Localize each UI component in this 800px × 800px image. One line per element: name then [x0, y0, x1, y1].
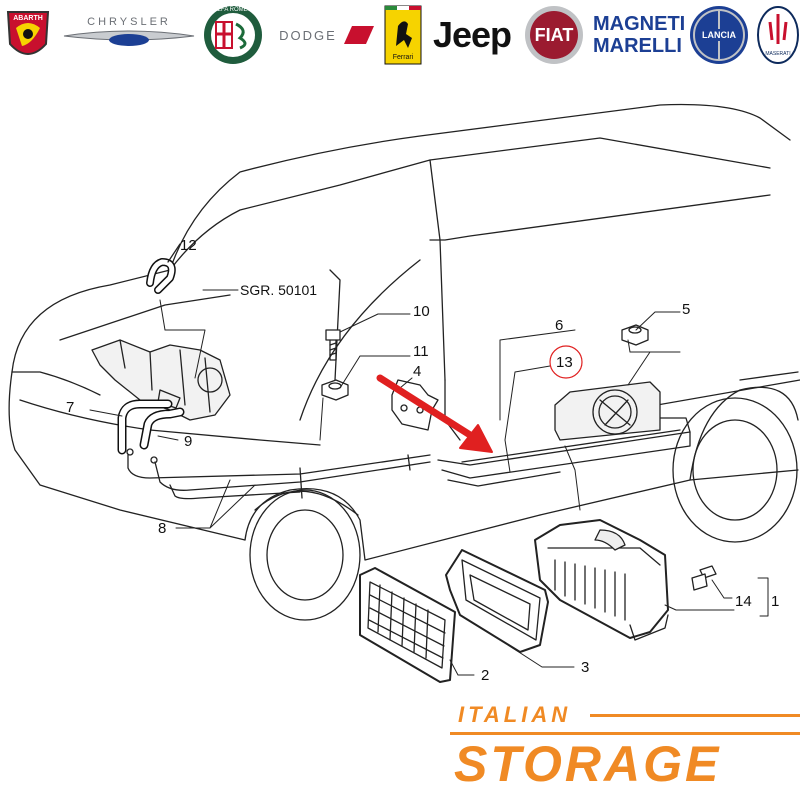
parts-exploded-diagram: 12 SGR. 50101 10 11 4 5 6 13 7 9 8 2 3 1… — [0, 70, 800, 700]
rear-wheel — [672, 397, 798, 543]
lancia-logo-text: LANCIA — [701, 29, 737, 41]
dodge-logo-text: DODGE — [279, 27, 337, 43]
van-body-outline — [8, 103, 800, 561]
nut-11 — [321, 379, 349, 401]
callout-12: 12 — [180, 237, 197, 254]
callout-1: 1 — [771, 593, 779, 610]
bolt-10 — [325, 329, 341, 361]
callout-2: 2 — [481, 667, 489, 684]
italian-storage-brand: ITALIAN STORAGE — [440, 700, 800, 800]
callout-3: 3 — [581, 659, 589, 676]
front-heater-assembly — [91, 339, 231, 421]
jeep-logo-text: Jeep — [432, 14, 512, 55]
front-wheel — [249, 489, 361, 621]
rear-heater-unit — [554, 381, 661, 441]
hose-12 — [146, 243, 181, 294]
dodge-logo: DODGE — [270, 4, 374, 66]
alfa-romeo-logo: ALFA ROMEO — [202, 4, 264, 66]
callout-14: 14 — [735, 593, 752, 610]
hose-7-9 — [117, 399, 185, 455]
brand-rule-top — [590, 714, 800, 717]
callout-13: 13 — [556, 354, 573, 371]
brand-rule-middle — [450, 732, 800, 735]
pipe-assembly-8 — [126, 448, 431, 500]
duct-cover-3 — [445, 549, 549, 653]
callout-9: 9 — [184, 433, 192, 450]
nut-5 — [621, 324, 649, 346]
brand-top-word: ITALIAN — [458, 702, 572, 727]
chrysler-logo: CHRYSLER — [62, 4, 196, 66]
abarth-logo-text: ABARTH — [13, 14, 43, 22]
filter-grille-2 — [359, 567, 456, 683]
callout-11: 11 — [413, 343, 429, 360]
leader-lines — [89, 289, 769, 676]
callout-7: 7 — [66, 399, 74, 416]
callout-4: 4 — [413, 363, 421, 380]
highlight-arrow — [376, 374, 493, 453]
callout-6: 6 — [555, 317, 563, 334]
abarth-logo: ABARTH — [2, 4, 54, 66]
lancia-logo: LANCIA — [688, 4, 750, 66]
brand-logo-bar: ABARTH CHRYSLER ALFA ROMEO DODGE Ferrari… — [0, 0, 800, 70]
callout-13-highlight-circle — [549, 345, 583, 379]
callout-8: 8 — [158, 520, 166, 537]
ferrari-logo: Ferrari — [384, 4, 422, 66]
ferrari-logo-text: Ferrari — [392, 53, 414, 61]
callout-5: 5 — [682, 301, 690, 318]
maserati-logo: MASERATI — [756, 4, 800, 66]
clip-14 — [691, 565, 717, 591]
chrysler-logo-text: CHRYSLER — [87, 16, 171, 28]
maserati-logo-text: MASERATI — [765, 51, 791, 57]
magneti-marelli-logo: MAGNETI MARELLI — [590, 4, 686, 66]
jeep-logo: Jeep — [428, 4, 516, 66]
heater-housing-1 — [534, 519, 669, 641]
brand-main-word: STORAGE — [454, 736, 722, 792]
alfa-romeo-logo-text: ALFA ROMEO — [213, 7, 253, 13]
fiat-logo: FIAT — [524, 4, 584, 66]
fiat-logo-text: FIAT — [534, 24, 574, 45]
callout-10: 10 — [413, 303, 430, 320]
callout-sgr: SGR. 50101 — [240, 282, 317, 298]
magneti-marelli-logo-text: MAGNETI MARELLI — [593, 13, 686, 57]
rear-pipes-6 — [437, 417, 691, 487]
